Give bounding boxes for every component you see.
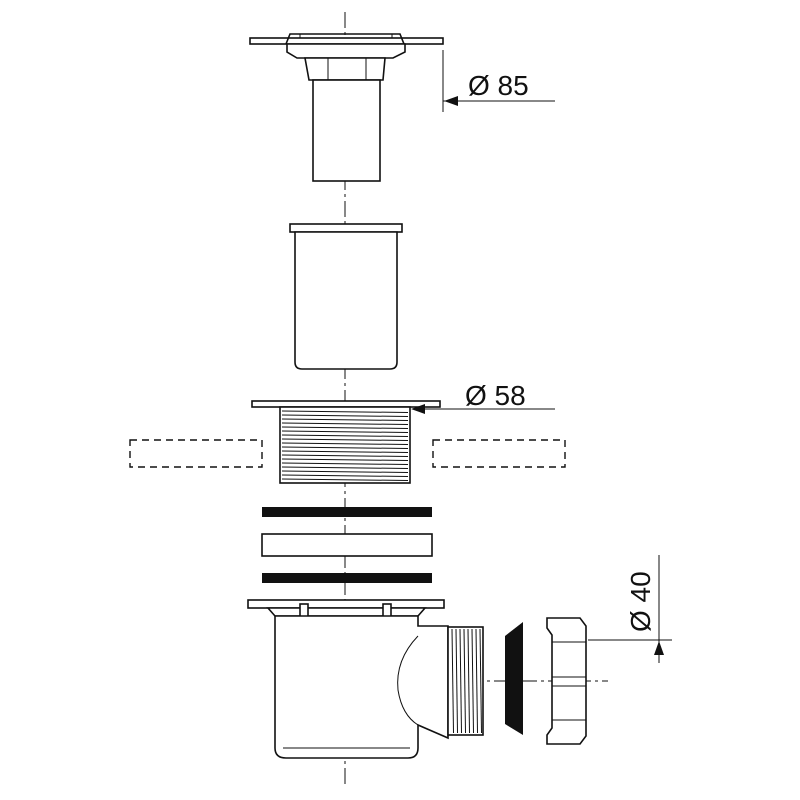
thread-line bbox=[455, 628, 458, 734]
thread-line bbox=[281, 430, 409, 433]
grate-assembly bbox=[249, 33, 444, 182]
grate-diameter-dimension: Ø 85 bbox=[442, 50, 555, 112]
thread-line bbox=[281, 458, 409, 461]
body-diameter-label: Ø 58 bbox=[465, 380, 526, 411]
thread-line bbox=[281, 422, 409, 425]
thread-line bbox=[281, 410, 409, 413]
thread-line bbox=[281, 438, 409, 441]
flange-plate bbox=[251, 400, 441, 408]
cup-body bbox=[294, 231, 398, 370]
dimension-arrow bbox=[411, 404, 425, 414]
stem-top bbox=[304, 57, 386, 81]
outlet-diameter-dimension: Ø 40 bbox=[588, 555, 672, 663]
thread-line bbox=[281, 426, 409, 429]
thread-line bbox=[281, 434, 409, 437]
thread-line bbox=[281, 466, 409, 469]
thread-line bbox=[281, 454, 409, 457]
thread-line bbox=[475, 628, 478, 734]
thread-line bbox=[281, 474, 409, 477]
stem-tube bbox=[312, 79, 381, 182]
grate-collar bbox=[286, 43, 406, 59]
thread-line bbox=[471, 628, 474, 734]
floor-right bbox=[432, 439, 566, 468]
body-bowl bbox=[274, 615, 449, 759]
thread-line bbox=[467, 628, 470, 734]
thread-line bbox=[281, 478, 409, 481]
dimension-arrow bbox=[654, 641, 664, 655]
body-flange bbox=[247, 599, 445, 609]
nut-body bbox=[546, 617, 587, 745]
odour-trap-cup bbox=[289, 223, 403, 370]
thread-line bbox=[463, 628, 466, 734]
thread-line bbox=[459, 628, 462, 734]
thread-line bbox=[281, 446, 409, 449]
thread-line bbox=[281, 418, 409, 421]
union-nut bbox=[546, 617, 587, 745]
thread-line bbox=[281, 470, 409, 473]
outlet-threads bbox=[451, 628, 482, 734]
thread-line bbox=[281, 442, 409, 445]
thread-line bbox=[479, 628, 482, 734]
floor-left bbox=[129, 439, 263, 468]
grate-plate bbox=[249, 37, 444, 45]
threaded-flange bbox=[251, 400, 441, 484]
thread-line bbox=[281, 462, 409, 465]
body-diameter-dimension: Ø 58 bbox=[411, 380, 555, 414]
cone-seal bbox=[505, 622, 523, 735]
grate-diameter-label: Ø 85 bbox=[468, 70, 529, 101]
thread-line bbox=[281, 414, 409, 417]
thread-line bbox=[451, 628, 454, 734]
sealing-ring bbox=[261, 533, 433, 557]
dimension-arrow bbox=[444, 96, 458, 106]
cup-rim bbox=[289, 223, 403, 233]
outlet-elbow-curve bbox=[397, 635, 419, 726]
thread-line bbox=[281, 450, 409, 453]
flange-threads bbox=[281, 410, 409, 481]
upper-gasket bbox=[262, 507, 432, 517]
lower-gasket bbox=[262, 573, 432, 583]
outlet-diameter-label: Ø 40 bbox=[625, 571, 656, 632]
drain-body bbox=[247, 599, 484, 759]
